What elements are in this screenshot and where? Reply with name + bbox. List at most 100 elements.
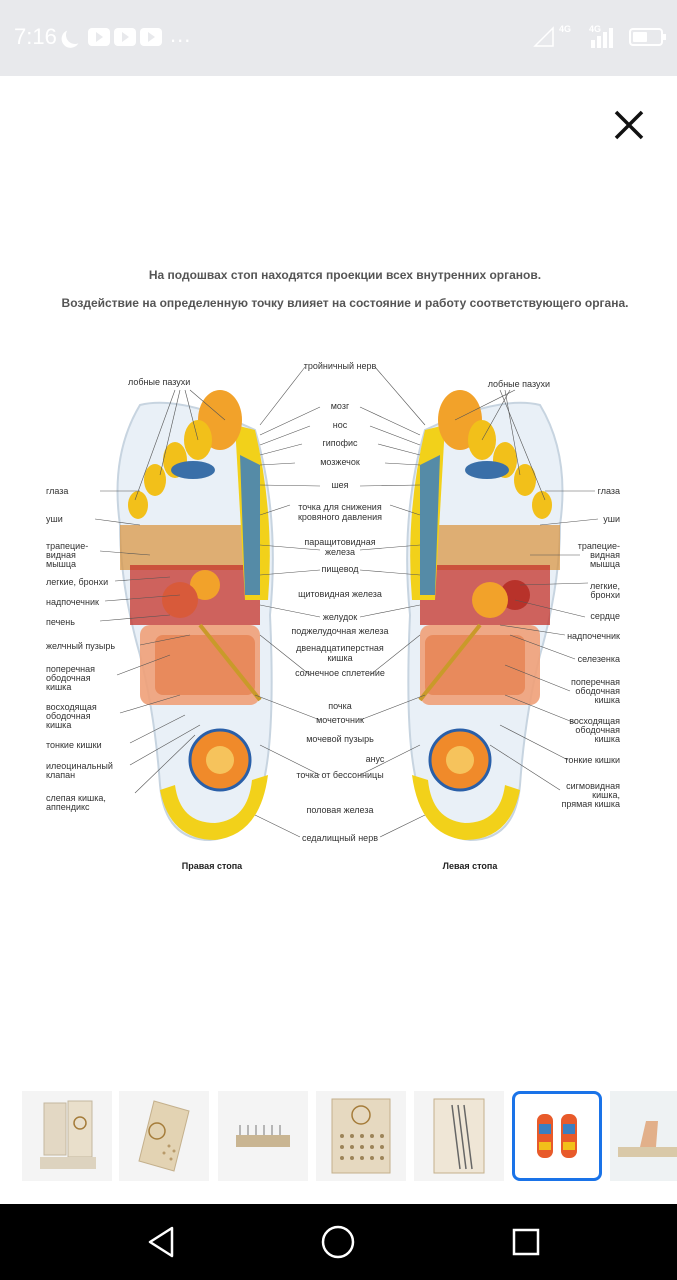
label-adrenal-left: надпочечник — [567, 631, 620, 641]
label-gallbladder: желчный пузырь — [46, 641, 115, 651]
label-rectum: прямая кишка — [561, 799, 620, 809]
label-trigeminal-nerve: тройничный нерв — [304, 361, 377, 371]
recents-button[interactable] — [506, 1222, 546, 1262]
label-trapezius-left-2: видная — [590, 550, 620, 560]
thumbnail-image — [40, 1100, 96, 1169]
label-transverse-colon-left: поперечная — [571, 677, 620, 687]
label-transverse-colon: поперечная — [46, 664, 95, 674]
label-trapezius-left: трапецие- — [578, 541, 620, 551]
thumbnail-image — [529, 1102, 585, 1170]
label-lungs-left-2: бронхи — [590, 590, 620, 600]
back-button[interactable] — [142, 1222, 182, 1262]
home-circle-icon — [321, 1225, 355, 1259]
home-button[interactable] — [318, 1222, 358, 1262]
signal-bar — [603, 32, 607, 48]
notification-play-icon — [140, 28, 162, 46]
label-transverse-colon-2: ободочная — [46, 673, 91, 683]
right-foot-illustration — [116, 390, 274, 842]
label-lungs: легкие, бронхи — [46, 577, 108, 587]
label-anus: анус — [366, 754, 385, 764]
label-ascending-colon-left: восходящая — [569, 716, 620, 726]
label-ureter: мочеточник — [316, 715, 364, 725]
signal-bar — [609, 28, 613, 48]
label-duodenum-2: кишка — [327, 653, 352, 663]
thumbnail-image — [331, 1098, 391, 1174]
label-ileocecal-valve: илеоцинальный — [46, 761, 113, 771]
thumbnail-5[interactable] — [414, 1091, 504, 1181]
left-foot-title: Левая стопа — [443, 861, 499, 871]
label-bladder: мочевой пузырь — [306, 734, 374, 744]
thumbnail-6-selected[interactable] — [512, 1091, 602, 1181]
label-ears: уши — [46, 514, 63, 524]
label-sigmoid-colon-2: кишка, — [592, 790, 620, 800]
label-transverse-colon-left-3: кишка — [595, 695, 620, 705]
label-duodenum: двенадцатиперстная — [296, 643, 384, 653]
signal-bar — [597, 36, 601, 48]
label-gonad: половая железа — [306, 805, 373, 815]
left-foot-illustration — [406, 390, 564, 842]
label-adrenal: надпочечник — [46, 597, 99, 607]
label-liver: печень — [46, 617, 75, 627]
label-cecum: слепая кишка, — [46, 793, 106, 803]
label-lungs-left: легкие, — [590, 581, 620, 591]
product-image: На подошвах стоп находятся проекции всех… — [20, 255, 660, 895]
image-caption-line2: Воздействие на определенную точку влияет… — [61, 296, 629, 310]
label-cecum-2: аппендикс — [46, 802, 90, 812]
label-heart: сердце — [590, 611, 620, 621]
thumbnail-4[interactable] — [316, 1091, 406, 1181]
label-brain: мозг — [331, 401, 350, 411]
label-frontal-sinuses: лобные пазухи — [128, 377, 190, 387]
notification-play-icon — [88, 28, 110, 46]
label-insomnia-point: точка от бессонницы — [296, 770, 383, 780]
label-ascending-colon-left-3: кишка — [595, 734, 620, 744]
label-eyes: глаза — [46, 486, 68, 496]
thumbnail-strip[interactable] — [22, 1091, 677, 1183]
foot-reflexology-diagram: Правая стопа Левая стопа тройничный нерв… — [46, 361, 620, 871]
close-button[interactable] — [608, 104, 650, 146]
label-neck: шея — [331, 480, 348, 490]
label-ears-left: уши — [603, 514, 620, 524]
pointer-lines — [94, 366, 599, 838]
status-time: 7:16 — [14, 24, 57, 49]
more-notifications: ... — [170, 22, 192, 47]
network-type-label: 4G — [589, 24, 602, 34]
label-transverse-colon-left-2: ободочная — [575, 686, 620, 696]
label-sciatic-nerve: седалищный нерв — [302, 833, 378, 843]
label-ascending-colon-2: ободочная — [46, 711, 91, 721]
label-frontal-sinuses-left: лобные пазухи — [488, 379, 550, 389]
notification-play-icon — [114, 28, 136, 46]
recents-square-icon — [512, 1228, 540, 1256]
status-bar: 7:16 ... 4G 4G — [0, 0, 677, 76]
thumbnail-7[interactable] — [610, 1091, 677, 1181]
signal-bar — [591, 40, 595, 48]
center-labels: тройничный нерв мозг нос гипофис мозжечо… — [291, 361, 388, 843]
label-blood-pressure-point: точка для снижения — [298, 502, 382, 512]
label-trapezius-3: мышца — [46, 559, 76, 569]
label-ascending-colon-3: кишка — [46, 720, 71, 730]
label-stomach: желудок — [323, 612, 357, 622]
left-foot-side-labels: лобные пазухи глаза уши трапецие- видная… — [488, 379, 620, 809]
battery-icon — [629, 28, 666, 46]
label-cerebellum: мозжечок — [320, 457, 360, 467]
thumbnail-2[interactable] — [119, 1091, 209, 1181]
thumbnail-image — [433, 1098, 485, 1174]
label-parathyroid-2: железа — [325, 547, 355, 557]
label-trapezius-left-3: мышца — [590, 559, 620, 569]
label-thyroid: щитовидная железа — [298, 589, 382, 599]
thumbnail-1[interactable] — [22, 1091, 112, 1181]
label-ileocecal-valve-2: клапан — [46, 770, 75, 780]
label-solar-plexus: солнечное сплетение — [295, 668, 385, 678]
system-icons: 4G 4G — [533, 22, 666, 52]
thumbnail-3[interactable] — [218, 1091, 308, 1181]
label-eyes-left: глаза — [598, 486, 620, 496]
label-kidney: почка — [328, 701, 352, 711]
label-esophagus: пищевод — [322, 564, 360, 574]
label-sigmoid-colon: сигмовидная — [566, 781, 620, 791]
thumbnail-image — [236, 1125, 290, 1147]
label-trapezius: трапецие- — [46, 541, 88, 551]
label-pancreas: поджелудочная железа — [291, 626, 388, 636]
thumbnail-image — [138, 1100, 190, 1172]
label-small-intestine: тонкие кишки — [46, 740, 102, 750]
right-foot-title: Правая стопа — [182, 861, 243, 871]
label-spleen: селезенка — [578, 654, 620, 664]
